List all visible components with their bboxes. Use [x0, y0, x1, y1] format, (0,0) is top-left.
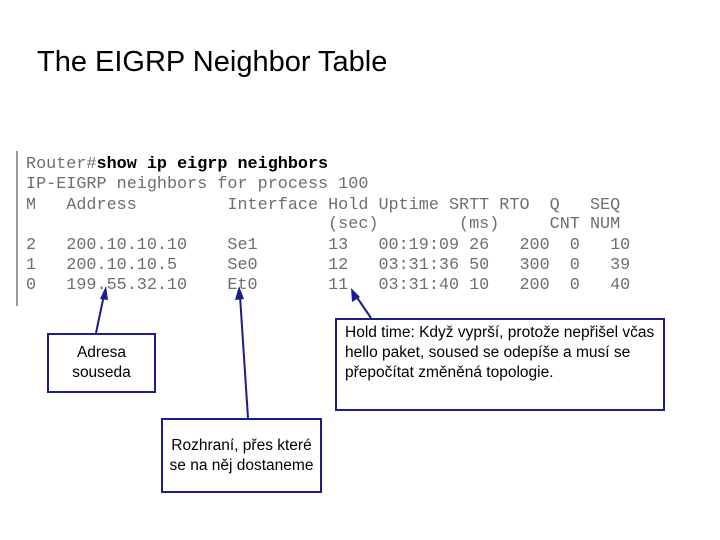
terminal-line-header-2: (sec) (ms) CNT NUM: [26, 215, 621, 234]
slide-title: The EIGRP Neighbor Table: [37, 46, 388, 78]
address-pointer-line: [95, 294, 105, 334]
callout-interface: Rozhraní, přes které se na něj dostaneme: [161, 418, 322, 493]
terminal-command-line: Router#show ip eigrp neighbors: [26, 155, 328, 174]
terminal-output: Router#show ip eigrp neighbors IP-EIGRP …: [16, 151, 658, 306]
terminal-line-neighbor-2: 2 200.10.10.10 Se1 13 00:19:09 26 200 0 …: [26, 236, 631, 255]
terminal-prompt: Router#: [26, 155, 97, 174]
terminal-line-header-1: M Address Interface Hold Uptime SRTT RTO…: [26, 196, 621, 215]
callout-hold-time: Hold time: Když vyprší, protože nepřišel…: [335, 318, 665, 411]
hold-time-pointer-head: [351, 288, 360, 302]
address-pointer-head: [100, 286, 108, 300]
terminal-line-neighbor-0: 0 199.55.32.10 Et0 11 03:31:40 10 200 0 …: [26, 276, 631, 295]
interface-pointer-head: [235, 286, 244, 300]
terminal-command: show ip eigrp neighbors: [96, 155, 329, 174]
callout-address: Adresa souseda: [47, 333, 156, 393]
interface-pointer-line: [239, 295, 249, 419]
hold-time-pointer-line: [355, 295, 372, 319]
terminal-line-neighbor-1: 1 200.10.10.5 Se0 12 03:31:36 50 300 0 3…: [26, 256, 631, 275]
terminal-line-process: IP-EIGRP neighbors for process 100: [26, 175, 369, 194]
